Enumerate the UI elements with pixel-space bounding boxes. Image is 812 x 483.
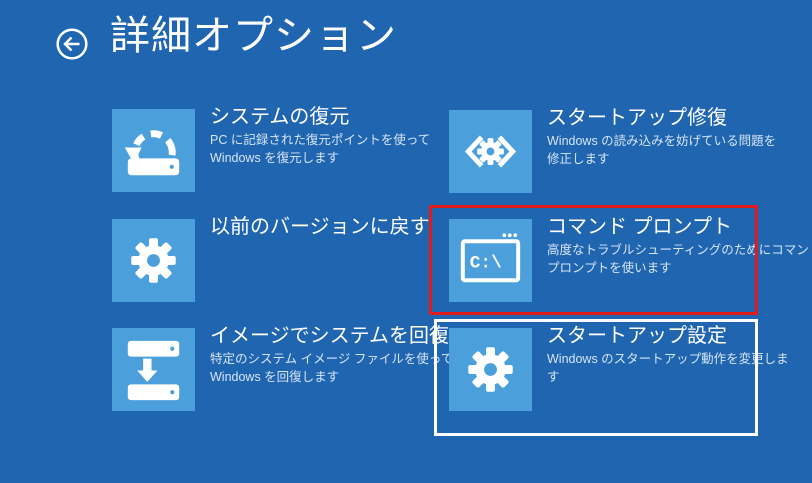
tile-command-prompt[interactable]: C:\ コマンド プロンプト 高度なトラブルシューティングのためにコマンド プロ… [449, 216, 812, 302]
back-button[interactable] [55, 27, 89, 61]
tile-previous-version[interactable]: 以前のバージョンに戻す [112, 216, 447, 302]
tile-system-restore[interactable]: システムの復元 PC に記録された復元ポイントを使って Windows を復元し… [112, 106, 447, 192]
tile-title: 以前のバージョンに戻す [210, 216, 430, 238]
tile-title: イメージでシステムを回復 [210, 325, 449, 347]
tile-description: Windows の読み込みを妨げている問題を 修正します [547, 134, 777, 166]
gear-in-brackets-icon [449, 110, 532, 193]
tile-startup-settings[interactable]: スタートアップ設定 Windows のスタートアップ動作を変更しま す [449, 325, 789, 411]
command-window-icon: C:\ [449, 219, 532, 302]
gear-icon [449, 328, 532, 411]
tile-description: 特定のシステム イメージ ファイルを使って Windows を回復します [210, 352, 454, 384]
tile-description: PC に記録された復元ポイントを使って Windows を復元します [210, 133, 431, 165]
drive-restore-icon [112, 109, 195, 192]
gear-icon [112, 219, 195, 302]
tile-title: スタートアップ修復 [547, 107, 727, 129]
tile-title: コマンド プロンプト [547, 216, 732, 238]
tile-title: システムの復元 [210, 106, 350, 128]
svg-text:C:\: C:\ [470, 253, 502, 273]
back-arrow-icon [56, 28, 88, 60]
tile-title: スタートアップ設定 [547, 325, 727, 347]
drives-download-icon [112, 328, 195, 411]
tile-description: 高度なトラブルシューティングのためにコマンド プロンプトを使います [547, 243, 812, 275]
tile-description: Windows のスタートアップ動作を変更しま す [547, 352, 789, 384]
page-title: 詳細オプション [110, 14, 397, 58]
tile-system-image-recovery[interactable]: イメージでシステムを回復 特定のシステム イメージ ファイルを使って Windo… [112, 325, 453, 411]
tile-startup-repair[interactable]: スタートアップ修復 Windows の読み込みを妨げている問題を 修正します [449, 107, 784, 193]
